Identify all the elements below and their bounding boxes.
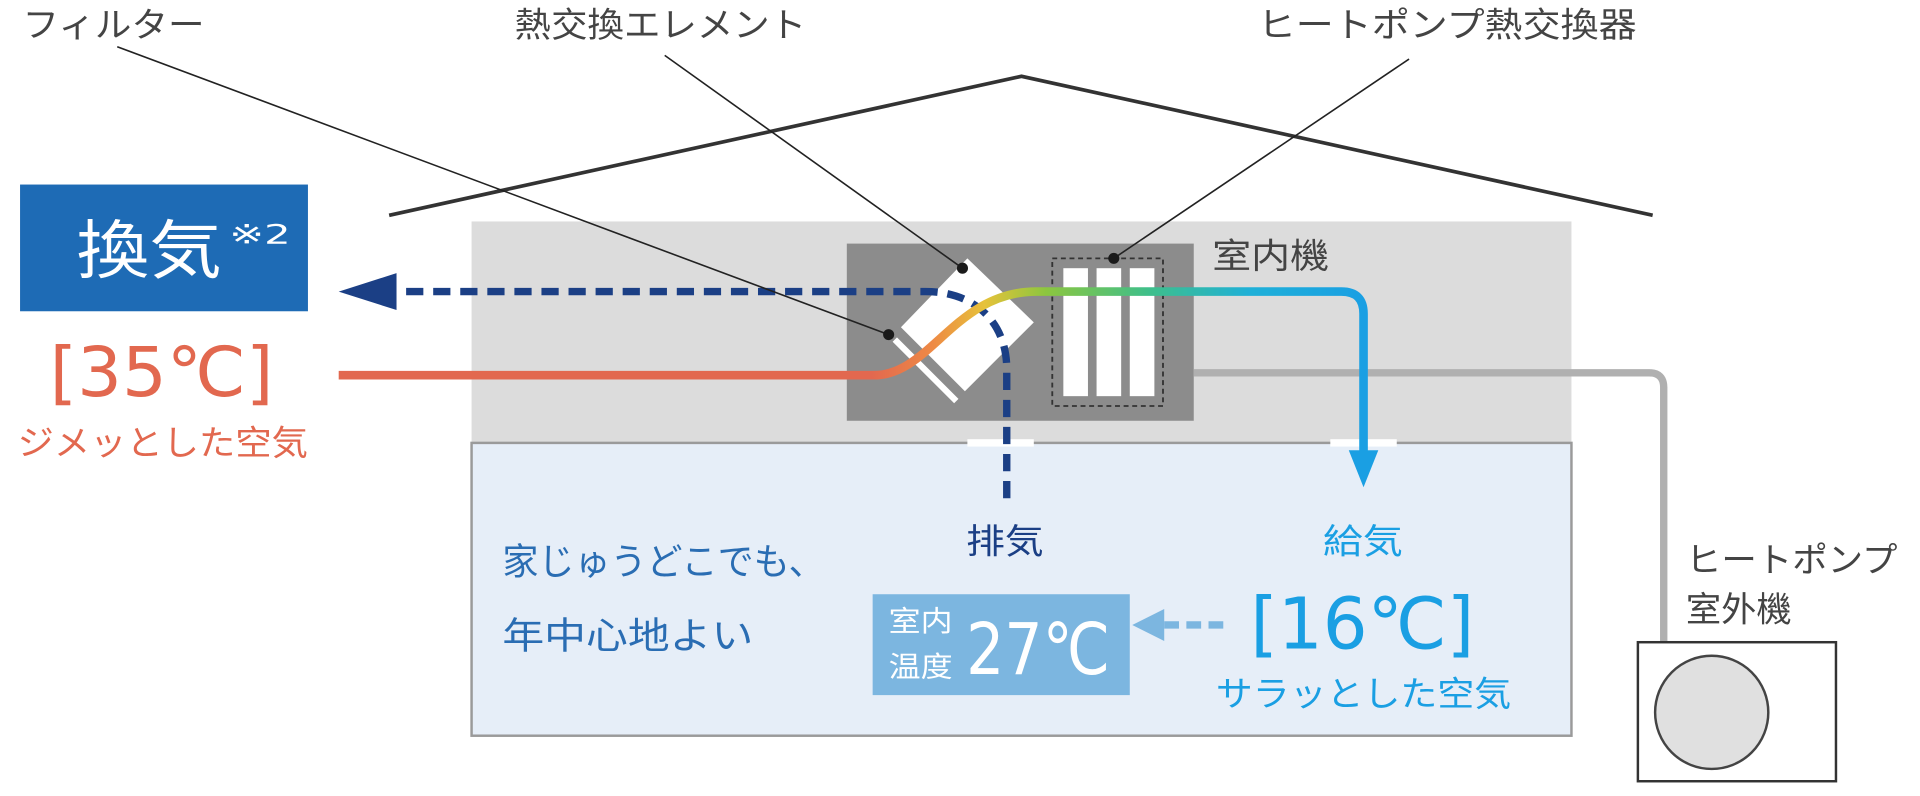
ventilation-badge: [20, 184, 308, 312]
heat-pump-exchanger-leader-line: [1113, 58, 1410, 260]
heat-exchange-element-label: 熱交換エレメント: [515, 6, 807, 46]
ventilation-footnote-mark: ※2: [229, 220, 291, 251]
supply-air-temperature: [16℃]: [1250, 582, 1474, 665]
exhaust-label: 排気: [966, 523, 1044, 563]
exhaust-airflow-line: [396, 287, 1011, 499]
outdoor-unit-label-line1: ヒートポンプ: [1686, 541, 1898, 581]
heat-pump-exchanger-outline: [1051, 257, 1164, 407]
supply-airflow-line: [338, 287, 1368, 453]
supply-arrowhead: [1348, 450, 1379, 488]
exhaust-vent-opening: [967, 439, 1034, 447]
indoor-temperature-label-line2: 温度: [889, 651, 953, 684]
house-roof: [388, 74, 1654, 218]
outside-air-temperature: [35℃]: [50, 333, 274, 413]
heat-pump-exchanger-leader-dot: [1108, 252, 1120, 264]
supply-air-description: サラッとした空気: [1216, 675, 1511, 715]
heat-exchange-element-leader-dot: [956, 262, 968, 274]
supply-label: 給気: [1323, 523, 1403, 563]
supply-to-room-arrowhead: [1132, 608, 1165, 641]
indoor-temperature-value: 27℃: [966, 608, 1110, 691]
outside-air-description: ジメッとした空気: [18, 424, 308, 464]
exhaust-arrowhead: [338, 273, 397, 311]
indoor-unit-label: 室内機: [1212, 237, 1329, 277]
room-message-line1: 家じゅうどこでも、: [502, 541, 824, 584]
filter-label: フィルター: [23, 6, 205, 46]
room-message-line2: 年中心地よい: [502, 614, 753, 657]
outdoor-unit-fan-icon: [1653, 654, 1770, 771]
heat-exchange-element-leader-line: [664, 54, 963, 269]
indoor-temperature-box: [872, 594, 1130, 696]
heat-exchange-element: [900, 258, 1034, 392]
filter-strip: [892, 337, 959, 404]
refrigerant-pipe: [1193, 369, 1668, 643]
outdoor-unit-label-line2: 室外機: [1686, 590, 1792, 630]
indoor-temperature-label-line1: 室内: [889, 605, 953, 638]
filter-leader-line: [116, 46, 889, 336]
filter-leader-dot: [883, 329, 895, 341]
heat-pump-exchanger-label: ヒートポンプ熱交換器: [1258, 6, 1637, 46]
ventilation-label: 換気: [77, 215, 222, 289]
